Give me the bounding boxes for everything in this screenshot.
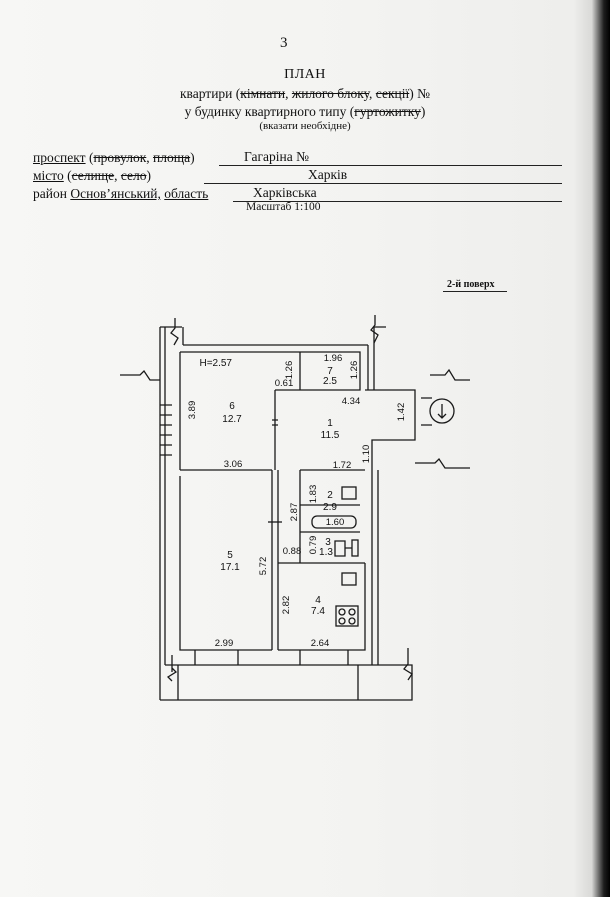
dim-1-96: 1.96 bbox=[324, 353, 343, 364]
room-7-area: 2.5 bbox=[323, 376, 337, 387]
outer-wall-bottom bbox=[160, 664, 413, 701]
break-mark-top-right bbox=[370, 315, 379, 344]
wall-room7 bbox=[275, 351, 361, 391]
dim-0-79: 0.79 bbox=[308, 536, 319, 555]
city-label-line: місто (селище, село) bbox=[33, 168, 152, 183]
dim-1-10: 1.10 bbox=[361, 445, 372, 464]
room-4-number: 4 bbox=[315, 595, 321, 606]
title-apartment-line: квартири (кімнати, жилого блоку, секції)… bbox=[179, 86, 430, 101]
dim-1-26-b: 1.26 bbox=[349, 361, 360, 380]
dim-1-83: 1.83 bbox=[308, 485, 319, 504]
dim-1-60: 1.60 bbox=[326, 517, 345, 528]
break-mark-bottom-left bbox=[166, 655, 178, 682]
district-line: район Основ’янський, область bbox=[33, 186, 209, 201]
entrance-circle bbox=[429, 398, 455, 424]
city-underline bbox=[204, 183, 562, 184]
balcony bbox=[177, 665, 359, 700]
room-5-number: 5 bbox=[227, 550, 233, 561]
wall-bath bbox=[299, 469, 365, 563]
street-label-line: проспект (провулок, площа) bbox=[33, 150, 195, 165]
dim-3-06: 3.06 bbox=[224, 459, 243, 470]
window-left bbox=[160, 404, 172, 456]
dim-5-72: 5.72 bbox=[258, 557, 269, 576]
wall-room5-right-bottom bbox=[179, 476, 272, 651]
break-mark-right-b bbox=[415, 457, 470, 469]
stove-burner-1 bbox=[338, 608, 346, 616]
wall-kitchen bbox=[278, 562, 366, 651]
outer-wall-top bbox=[160, 326, 386, 390]
dim-2-87: 2.87 bbox=[289, 503, 300, 522]
title-building-line: у будинку квартирного типу (гуртожитку) bbox=[184, 104, 426, 119]
dim-2-64: 2.64 bbox=[311, 638, 330, 649]
sink-bath bbox=[341, 486, 357, 500]
bathtub bbox=[311, 515, 357, 529]
floor-label: 2-й поверх bbox=[447, 279, 495, 290]
room-1-area: 11.5 bbox=[321, 430, 340, 441]
break-mark-bottom-right bbox=[403, 648, 413, 681]
room-3-number: 3 bbox=[325, 537, 331, 548]
window-bottom bbox=[194, 650, 349, 665]
room-7-number: 7 bbox=[327, 366, 333, 377]
break-mark-right-a bbox=[430, 368, 470, 381]
stove-burner-3 bbox=[338, 617, 346, 625]
region-value: Харківська bbox=[253, 185, 317, 200]
room-2-area: 2.9 bbox=[323, 502, 337, 513]
entrance-arrow-icon bbox=[421, 397, 447, 426]
room-2-number: 2 bbox=[327, 490, 333, 501]
stove bbox=[335, 605, 359, 627]
dim-1-26-a: 1.26 bbox=[284, 361, 295, 380]
dim-2-99: 2.99 bbox=[215, 638, 234, 649]
wall-hall-left bbox=[271, 390, 279, 650]
region-underline bbox=[233, 201, 562, 202]
cistern bbox=[351, 539, 359, 557]
dim-1-42: 1.42 bbox=[396, 403, 407, 422]
stove-burner-2 bbox=[348, 608, 356, 616]
plan-title: ПЛАН bbox=[284, 67, 326, 82]
room-5-area: 17.1 bbox=[220, 562, 240, 573]
city-value: Харків bbox=[308, 167, 348, 182]
page-number: 3 bbox=[280, 35, 288, 51]
dim-4-34: 4.34 bbox=[342, 396, 361, 407]
dim-3-89: 3.89 bbox=[187, 401, 198, 420]
toilet bbox=[334, 540, 352, 557]
room-6-area: 12.7 bbox=[222, 414, 242, 425]
door-room6 bbox=[272, 419, 278, 426]
room-6-number: 6 bbox=[229, 401, 235, 412]
room-4-area: 7.4 bbox=[311, 606, 325, 617]
break-mark-left bbox=[120, 369, 160, 381]
dim-0-88: 0.88 bbox=[283, 546, 302, 557]
outer-wall-right bbox=[365, 389, 416, 665]
kitchen-sink bbox=[341, 572, 357, 586]
street-underline bbox=[219, 165, 562, 166]
height-label: H=2.57 bbox=[199, 358, 232, 369]
title-note: (вказати необхідне) bbox=[259, 120, 351, 132]
outer-wall-left bbox=[159, 327, 166, 700]
dim-1-72: 1.72 bbox=[333, 460, 352, 471]
stove-burner-4 bbox=[348, 617, 356, 625]
street-value: Гагаріна № bbox=[244, 149, 309, 164]
scale-label: Масштаб 1:100 bbox=[246, 201, 321, 213]
wall-room6-bottom bbox=[179, 351, 300, 471]
floor-underline bbox=[443, 291, 507, 292]
dim-2-82: 2.82 bbox=[281, 596, 292, 615]
room-1-number: 1 bbox=[327, 418, 333, 429]
room-3-area: 1.3 bbox=[319, 547, 333, 558]
break-mark-top-left bbox=[170, 318, 179, 346]
dim-0-61: 0.61 bbox=[275, 378, 294, 389]
